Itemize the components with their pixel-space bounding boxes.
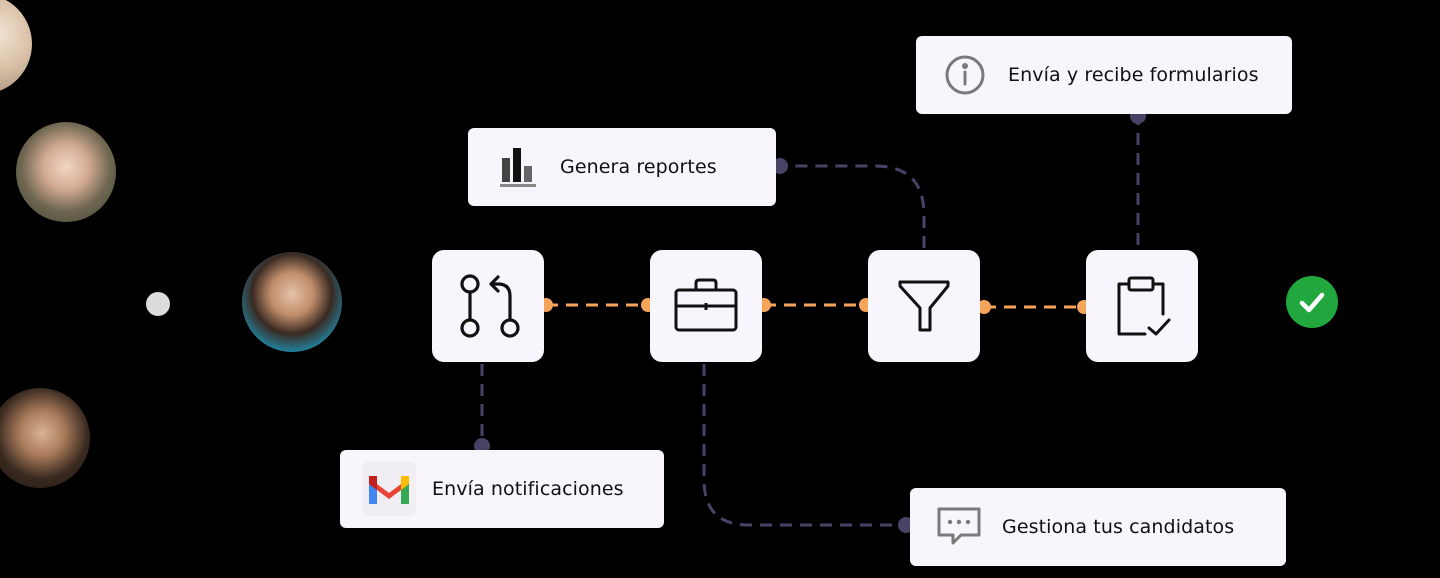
connector-filter-reports: [780, 164, 926, 248]
git-node[interactable]: [432, 250, 544, 362]
briefcase-icon: [674, 278, 738, 332]
clipboard-check-icon: [1117, 276, 1171, 336]
filter-funnel-icon: [898, 280, 950, 332]
bar-chart-icon: [490, 140, 544, 194]
git-pull-request-icon: [460, 274, 520, 338]
filter-node[interactable]: [868, 250, 980, 362]
reports-label: Genera reportes: [560, 156, 717, 178]
avatar-3: [242, 252, 342, 352]
candidates-card[interactable]: Gestiona tus candidatos: [910, 488, 1286, 566]
candidates-label: Gestiona tus candidatos: [1002, 516, 1235, 538]
check-circle-icon: [1299, 292, 1325, 313]
chat-bubble-icon: [932, 500, 986, 554]
info-circle-icon: [938, 48, 992, 102]
side-connectors: [480, 116, 1140, 527]
connector-briefcase-candidates: [702, 364, 906, 527]
avatar-4: [0, 388, 90, 488]
end-check: [1286, 276, 1338, 328]
notifications-label: Envía notificaciones: [432, 478, 624, 500]
main-connectors: [546, 303, 1084, 309]
notifications-card[interactable]: Envía notificaciones: [340, 450, 664, 528]
reports-card[interactable]: Genera reportes: [468, 128, 776, 206]
start-dot: [146, 292, 170, 316]
briefcase-node[interactable]: [650, 250, 762, 362]
forms-card[interactable]: Envía y recibe formularios: [916, 36, 1292, 114]
avatar-2: [16, 122, 116, 222]
forms-label: Envía y recibe formularios: [1008, 64, 1259, 86]
gmail-icon: [362, 462, 416, 516]
clipboard-node[interactable]: [1086, 250, 1198, 362]
